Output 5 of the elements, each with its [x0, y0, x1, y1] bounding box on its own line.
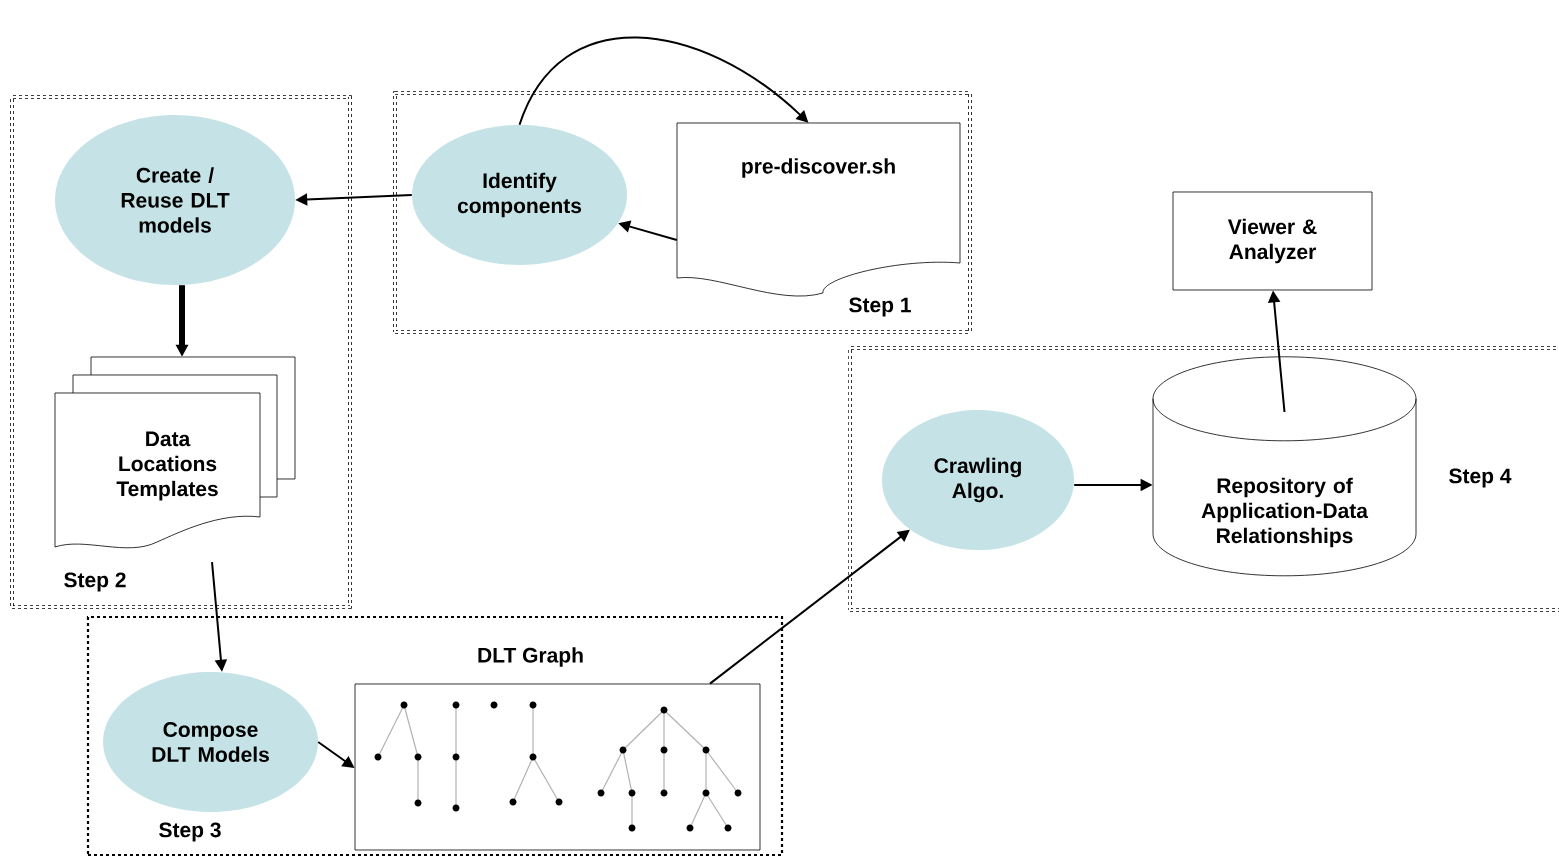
document-stack: Data Locations Templates [54, 356, 296, 549]
process-box: Viewer & Analyzer [1172, 191, 1373, 291]
graph-panel: DLT Graph [354, 644, 761, 851]
database-cylinder: Repository of Application-Data Relationships [1152, 356, 1417, 577]
node-label: DLT Graph [478, 647, 583, 667]
